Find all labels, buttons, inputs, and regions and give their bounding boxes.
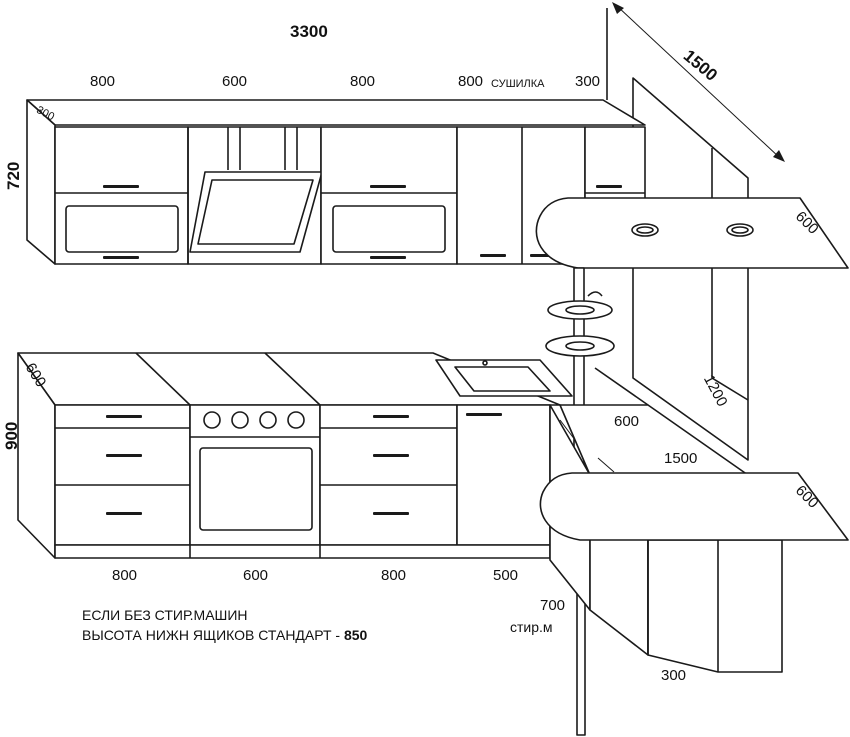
side-counter-length-label: 1500: [664, 450, 698, 467]
upper-bar-counter: [535, 197, 849, 269]
overall-width-label: 3300: [290, 22, 328, 41]
washer-label: стир.м: [510, 619, 553, 635]
lower-height-label: 900: [2, 421, 21, 450]
upper-width-1: 800: [90, 73, 116, 90]
note-line-2: ВЫСОТА НИЖН ЯЩИКОВ СТАНДАРТ - 850: [82, 627, 367, 643]
upper-width-3: 800: [350, 73, 376, 90]
dimension-lines: [612, 2, 785, 162]
dryer-label: СУШИЛКА: [491, 78, 545, 90]
upper-width-4: 800: [458, 73, 484, 90]
upper-width-2: 600: [222, 73, 248, 90]
note-line-2-text: ВЫСОТА НИЖН ЯЩИКОВ СТАНДАРТ -: [82, 627, 344, 643]
lower-width-1: 800: [112, 567, 138, 584]
lower-width-2: 600: [243, 567, 269, 584]
note-value: 850: [343, 627, 368, 643]
lower-width-4: 500: [493, 567, 519, 584]
lower-cabinets: [17, 352, 573, 559]
bar-pole: [545, 267, 615, 736]
side-counter-depth-label: 600: [614, 413, 640, 430]
lower-bar-counter: [539, 472, 849, 541]
note-line-1: ЕСЛИ БЕЗ СТИР.МАШИН: [82, 607, 248, 623]
upper-width-5: 300: [575, 73, 601, 90]
upper-height-label: 720: [4, 161, 23, 190]
washer-width-label: 700: [540, 597, 566, 614]
corner-width-label: 300: [661, 667, 687, 684]
lower-width-3: 800: [381, 567, 407, 584]
